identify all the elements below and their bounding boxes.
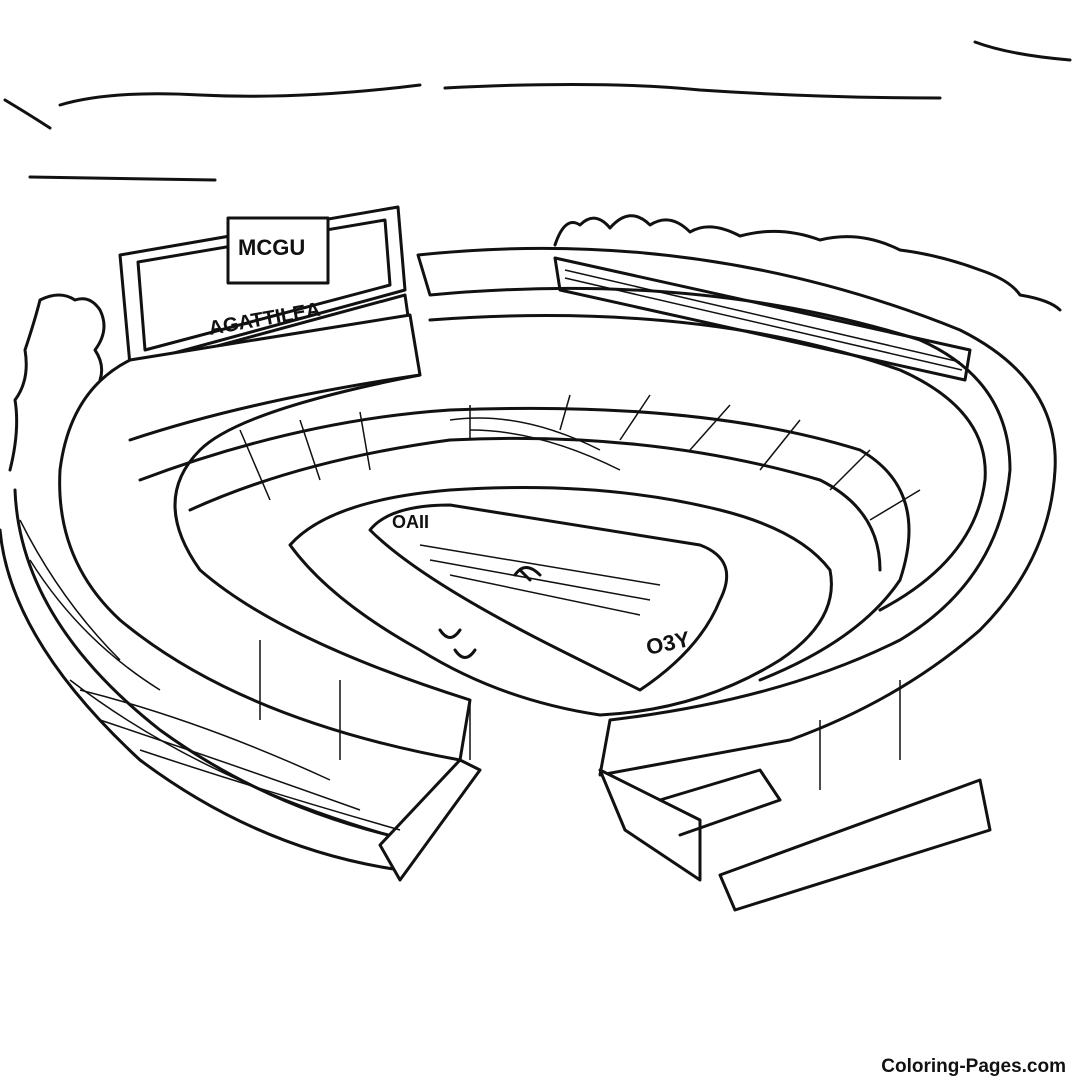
scoreboard-top-text: MCGU bbox=[238, 235, 305, 260]
sky-lines bbox=[3, 40, 1072, 182]
trees bbox=[8, 214, 1062, 472]
watermark: Coloring-Pages.com bbox=[881, 1056, 1066, 1077]
inner-stands bbox=[128, 314, 987, 682]
field: OAII O3Y bbox=[288, 486, 833, 717]
front-structures bbox=[79, 640, 992, 912]
field-text-left: OAII bbox=[392, 512, 429, 532]
